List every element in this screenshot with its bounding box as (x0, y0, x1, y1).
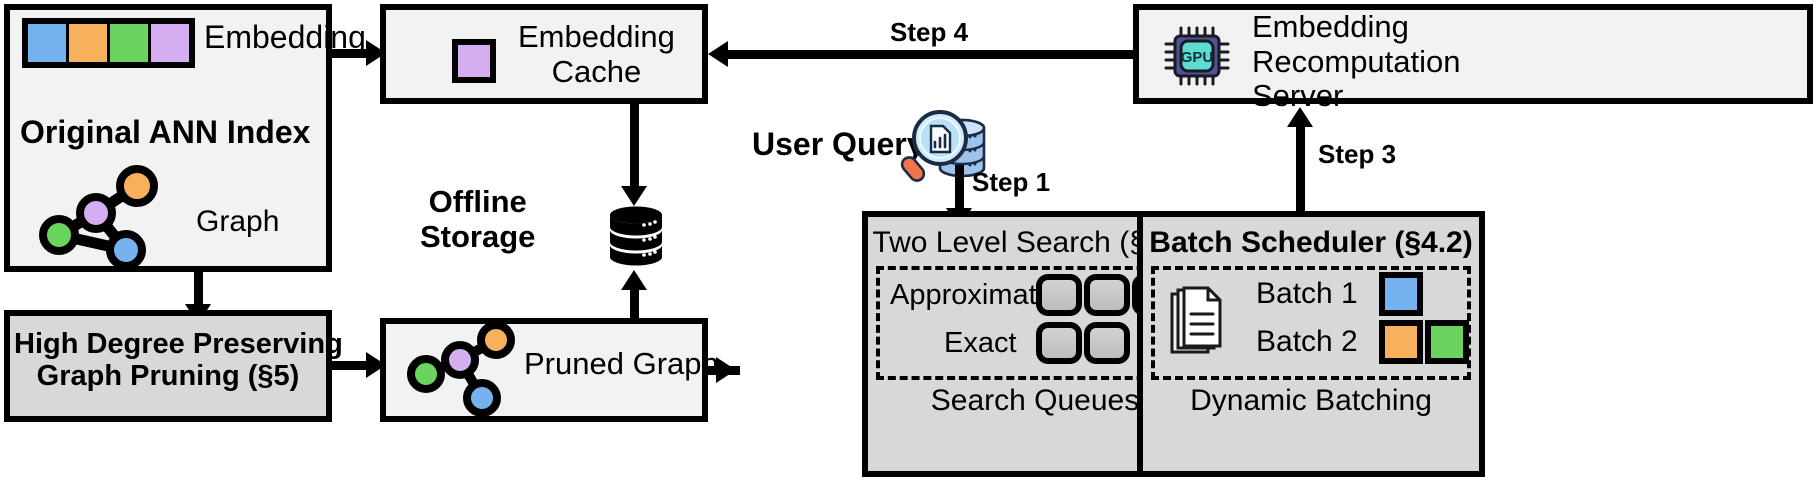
arrow-step3-line (1296, 125, 1305, 211)
embedding-cell-orange (69, 24, 107, 62)
arrow-step4-line (716, 50, 1136, 59)
approximate-slot (1084, 274, 1130, 316)
batch-2-label: Batch 2 (1256, 325, 1358, 358)
embedding-cache-swatch-icon (452, 39, 496, 83)
pruned-graph-label: Pruned Graph (524, 346, 719, 381)
arrow-step1-line (955, 165, 964, 213)
batch-1-swatch-blue (1379, 272, 1423, 316)
batch-2-swatch-green (1425, 320, 1469, 364)
exact-slot (1036, 322, 1082, 364)
arrow-step4-head (708, 41, 728, 67)
batch-2-swatch-orange (1379, 320, 1423, 364)
embedding-cell-blue (28, 24, 66, 62)
dynamic-batching-footer: Dynamic Batching (1190, 384, 1432, 417)
arrow-index-to-cache-line (332, 49, 368, 58)
offline-storage-label: Offline Storage (420, 184, 536, 254)
documents-stack-icon (1170, 286, 1222, 354)
arrow-cache-to-storage-line (630, 104, 639, 190)
magnifier-over-database-icon (900, 110, 986, 182)
arrow-index-to-pruning-line (194, 272, 203, 306)
gpu-chip-icon: GPU (1164, 26, 1230, 86)
embedding-vector-strip (22, 18, 195, 68)
dynamic-batching-dashed-region (1151, 266, 1471, 380)
step1-label: Step 1 (972, 167, 1051, 197)
embedding-cache-box (380, 4, 708, 104)
pruned-graph-icon (407, 321, 515, 417)
original-ann-index-title: Original ANN Index (20, 114, 311, 150)
embedding-cell-green (110, 24, 148, 62)
gpu-chip-text: GPU (1181, 49, 1214, 66)
step3-label: Step 3 (1318, 139, 1397, 169)
arrow-pruned-to-storage-line (630, 288, 639, 322)
step4-label: Step 4 (890, 17, 969, 47)
exact-slot (1084, 322, 1130, 364)
arrow-step3-head (1287, 107, 1313, 127)
graph-pruning-title: High Degree Preserving Graph Pruning (§5… (14, 328, 343, 393)
exact-slot-row (1036, 322, 1130, 364)
original-index-graph-icon (39, 165, 158, 270)
graph-pruning-box (4, 310, 332, 422)
database-cylinder-icon (610, 206, 662, 266)
batch-scheduler-title: Batch Scheduler (§4.2) (1149, 226, 1473, 259)
approximate-label: Approximate (890, 279, 1053, 311)
search-queues-footer: Search Queues (930, 384, 1140, 417)
arrow-cache-to-storage-head (621, 186, 647, 206)
embedding-label: Embedding (204, 19, 366, 55)
batch-1-label: Batch 1 (1256, 277, 1358, 310)
exact-label: Exact (944, 327, 1017, 359)
embedding-cache-title: Embedding Cache (518, 19, 675, 89)
embedding-cell-purple (151, 24, 189, 62)
recomputation-server-title: Embedding Recomputation Server (1252, 9, 1461, 114)
batch-2-swatches (1379, 320, 1469, 364)
arrow-prunedgraph-to-search-head (716, 357, 736, 383)
graph-label: Graph (196, 205, 280, 238)
arrow-pruning-to-prunedgraph-line (332, 361, 368, 370)
arrow-pruned-to-storage-head (621, 270, 647, 290)
recomputation-server-box (1133, 4, 1813, 104)
approximate-slot (1036, 274, 1082, 316)
batch-1-swatches (1379, 272, 1423, 316)
user-query-label: User Query (752, 126, 925, 162)
